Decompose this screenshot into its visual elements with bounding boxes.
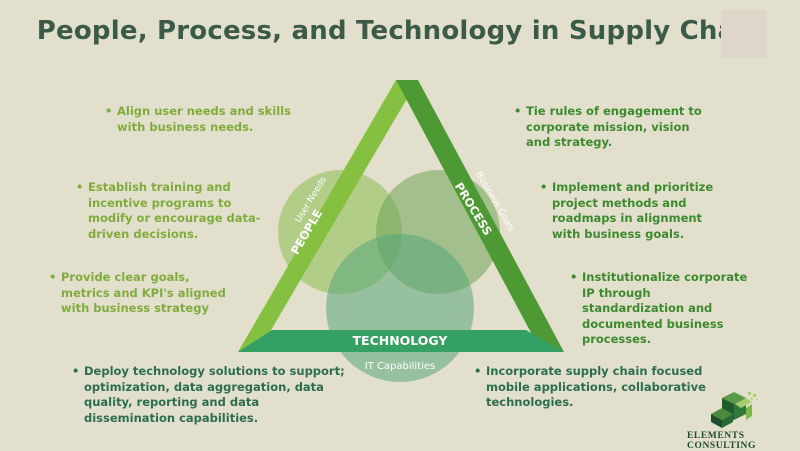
people-side <box>238 80 418 352</box>
people-bullet-2: • Establish training and incentive progr… <box>76 180 261 241</box>
bullet-dot-icon: • <box>570 270 578 284</box>
people-bullet-3: • Provide clear goals, metrics and KPI's… <box>49 270 226 315</box>
technology-side <box>238 330 564 352</box>
logo-text: Elements Consulting <box>687 431 757 451</box>
page-title: People, Process, and Technology in Suppl… <box>36 16 764 46</box>
it-capabilities-label: IT Capabilities <box>365 361 436 372</box>
process-side <box>396 80 564 352</box>
corner-decoration <box>721 10 767 58</box>
process-bullet-1: • Tie rules of engagement to corporate m… <box>514 104 702 149</box>
process-bullet-3: • Institutionalize corporate IP through … <box>570 270 748 346</box>
technology-circle <box>326 234 474 382</box>
bullet-dot-icon: • <box>105 104 113 118</box>
people-bullet-1: • Align user needs and skills with busin… <box>105 104 291 134</box>
bullet-dot-icon: • <box>49 270 57 284</box>
bullet-dot-icon: • <box>514 104 522 118</box>
technology-bullet-1: • Deploy technology solutions to support… <box>72 364 345 425</box>
technology-bullet-2: • Incorporate supply chain focused mobil… <box>474 364 706 409</box>
bullet-dot-icon: • <box>72 364 80 378</box>
process-bullet-2: • Implement and prioritize project metho… <box>540 180 714 241</box>
bullet-dot-icon: • <box>540 180 548 194</box>
bullet-dot-icon: • <box>76 180 84 194</box>
technology-label: TECHNOLOGY <box>353 333 449 348</box>
bullet-dot-icon: • <box>474 364 482 378</box>
elements-logo-icon <box>711 392 758 428</box>
